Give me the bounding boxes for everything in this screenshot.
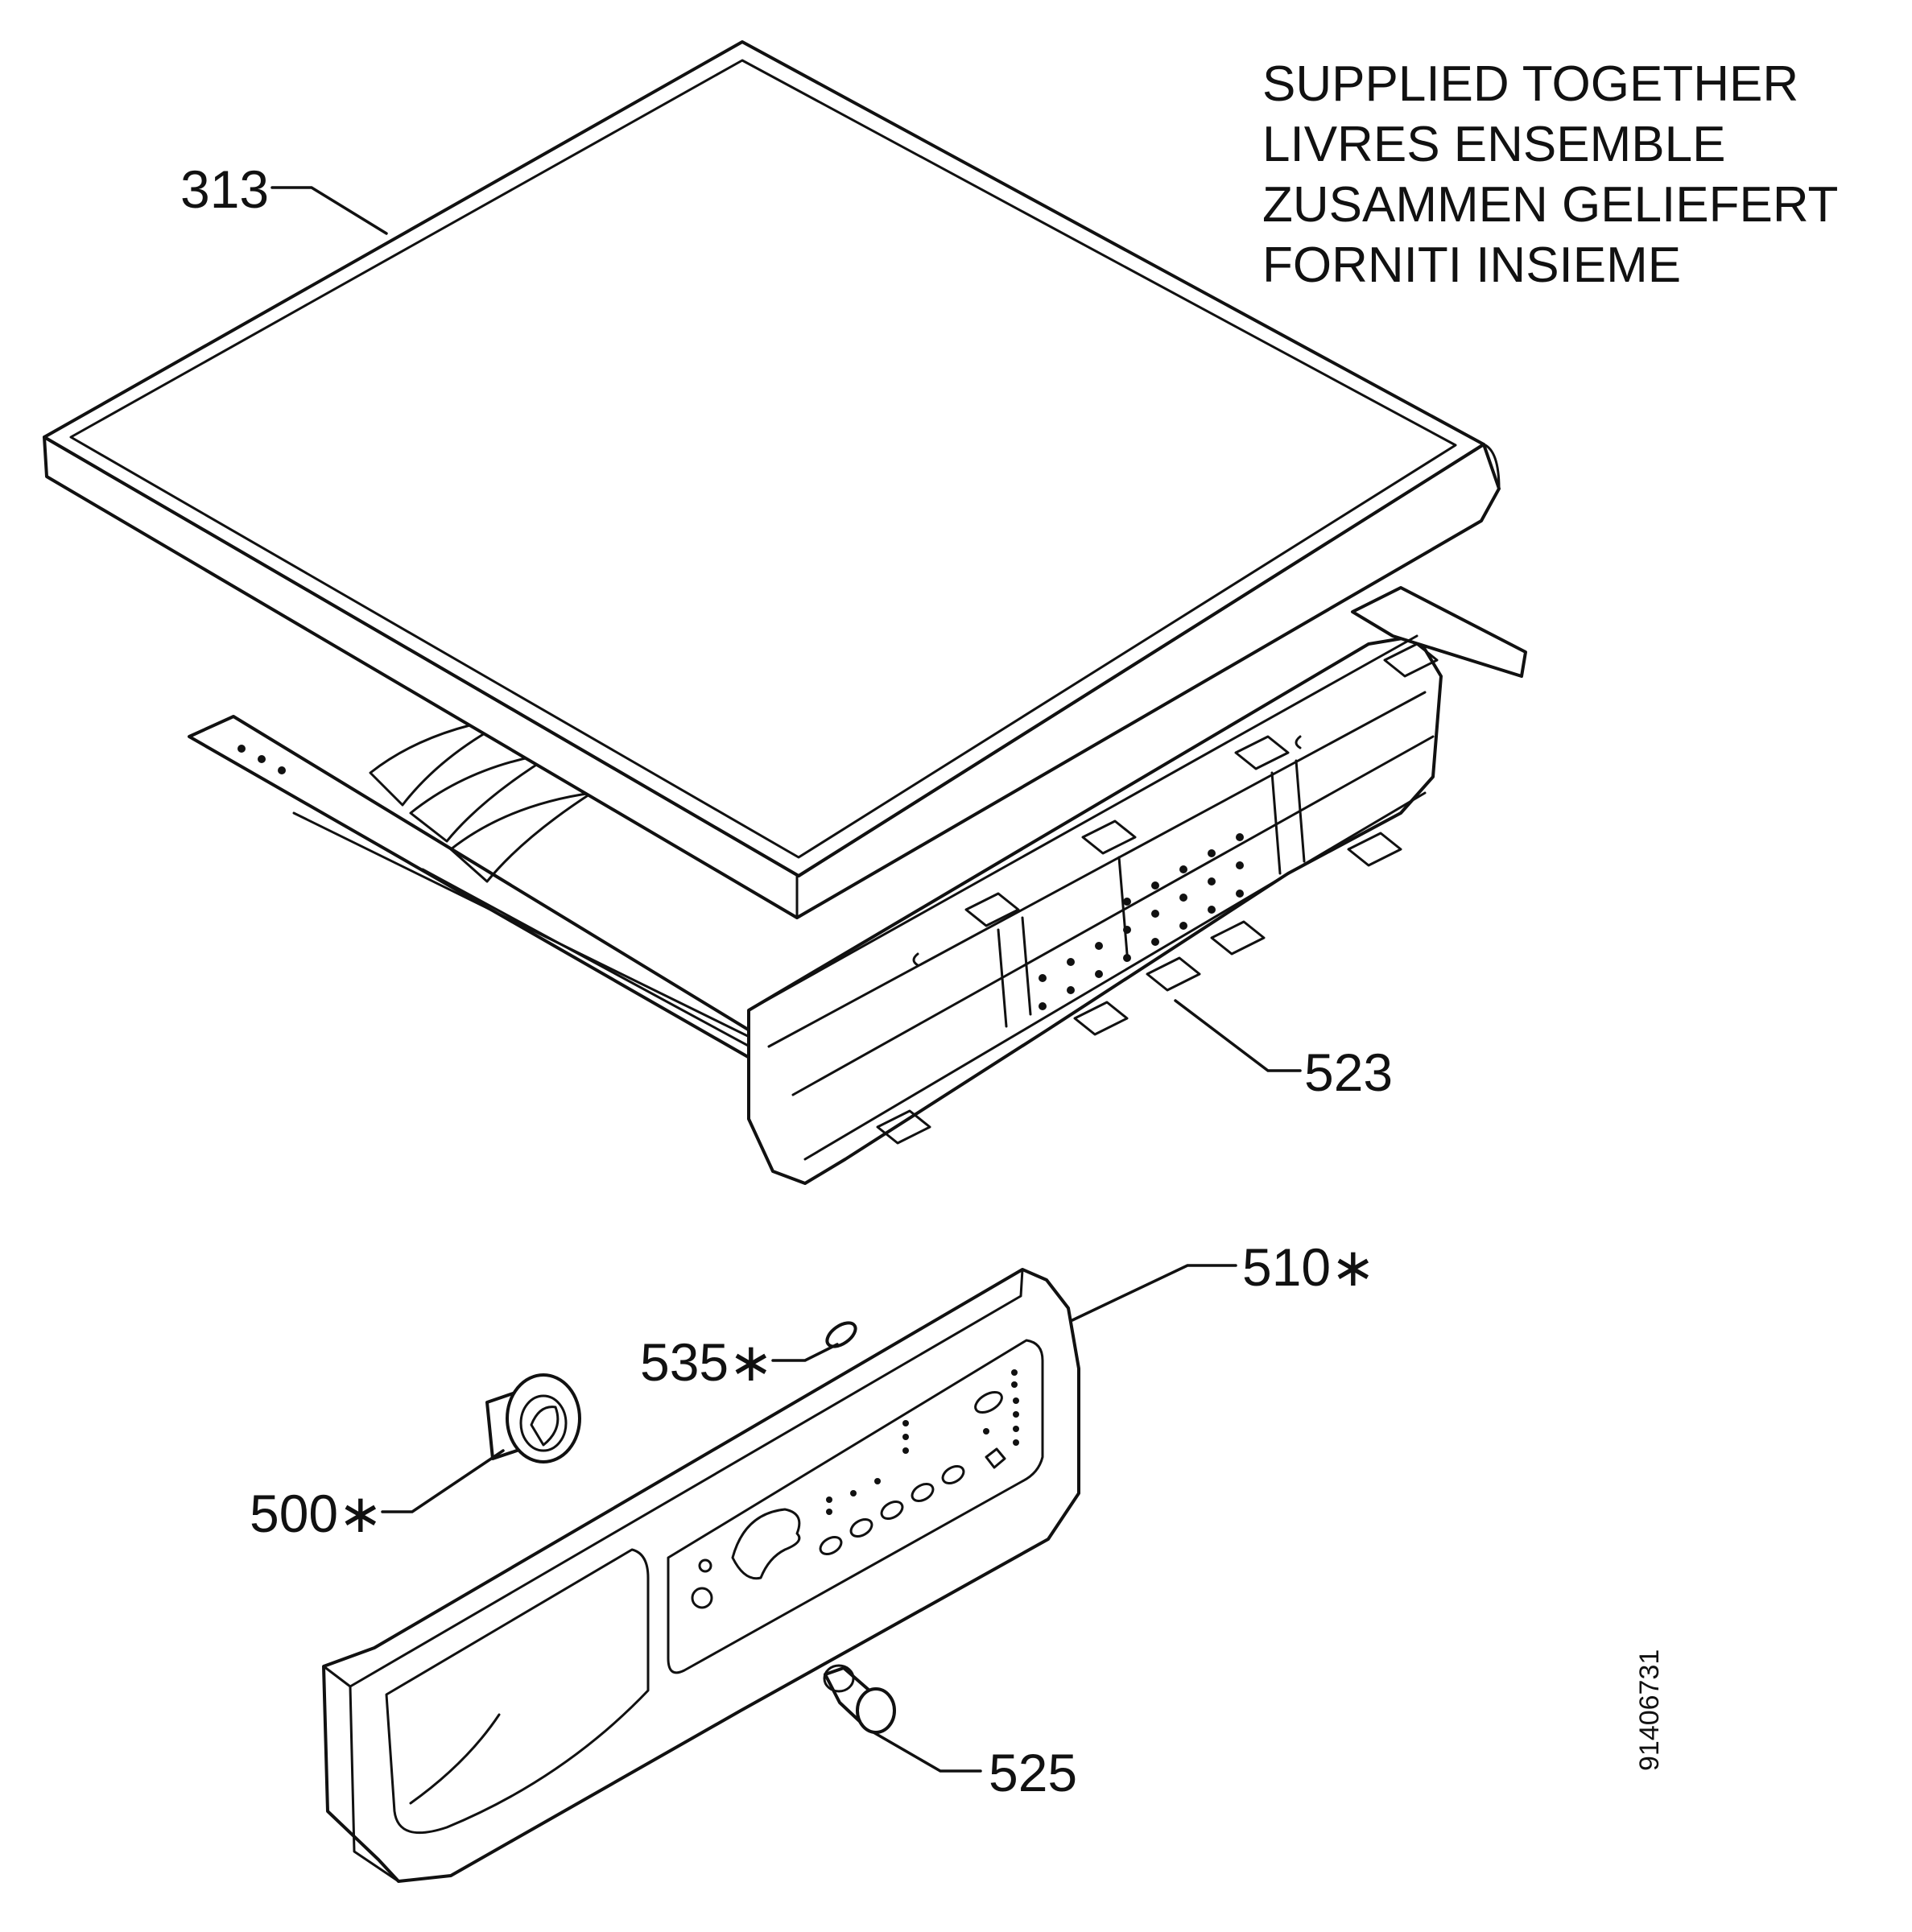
part-525-push-button (823, 1664, 896, 1734)
indicator-lights (826, 1369, 1019, 1515)
callout-500: 500∗ (250, 1484, 382, 1543)
document-number: 91406731 (1634, 1649, 1665, 1771)
supplied-together-note: SUPPLIED TOGETHER LIVRES ENSEMBLE ZUSAMM… (1262, 56, 1838, 293)
leader-lines (270, 186, 1302, 1773)
note-line-it: FORNITI INSIEME (1262, 237, 1681, 293)
part-313-top-lid (43, 40, 1501, 919)
note-line-de: ZUSAMMEN GELIEFERT (1262, 177, 1838, 233)
part-500-selector-knob (485, 1373, 581, 1463)
note-line-en: SUPPLIED TOGETHER (1262, 56, 1798, 112)
callout-525: 525 (989, 1743, 1077, 1802)
part-510-control-panel (322, 1268, 1080, 1883)
vent-holes (1039, 833, 1244, 1010)
callout-523: 523 (1304, 1042, 1393, 1102)
note-line-fr: LIVRES ENSEMBLE (1262, 117, 1725, 172)
part-535-indicator-lens (825, 1321, 857, 1348)
callout-313: 313 (180, 159, 269, 219)
part-523-panel-frame (188, 586, 1527, 1185)
callout-535: 535∗ (640, 1332, 773, 1392)
callout-510: 510∗ (1242, 1237, 1375, 1297)
